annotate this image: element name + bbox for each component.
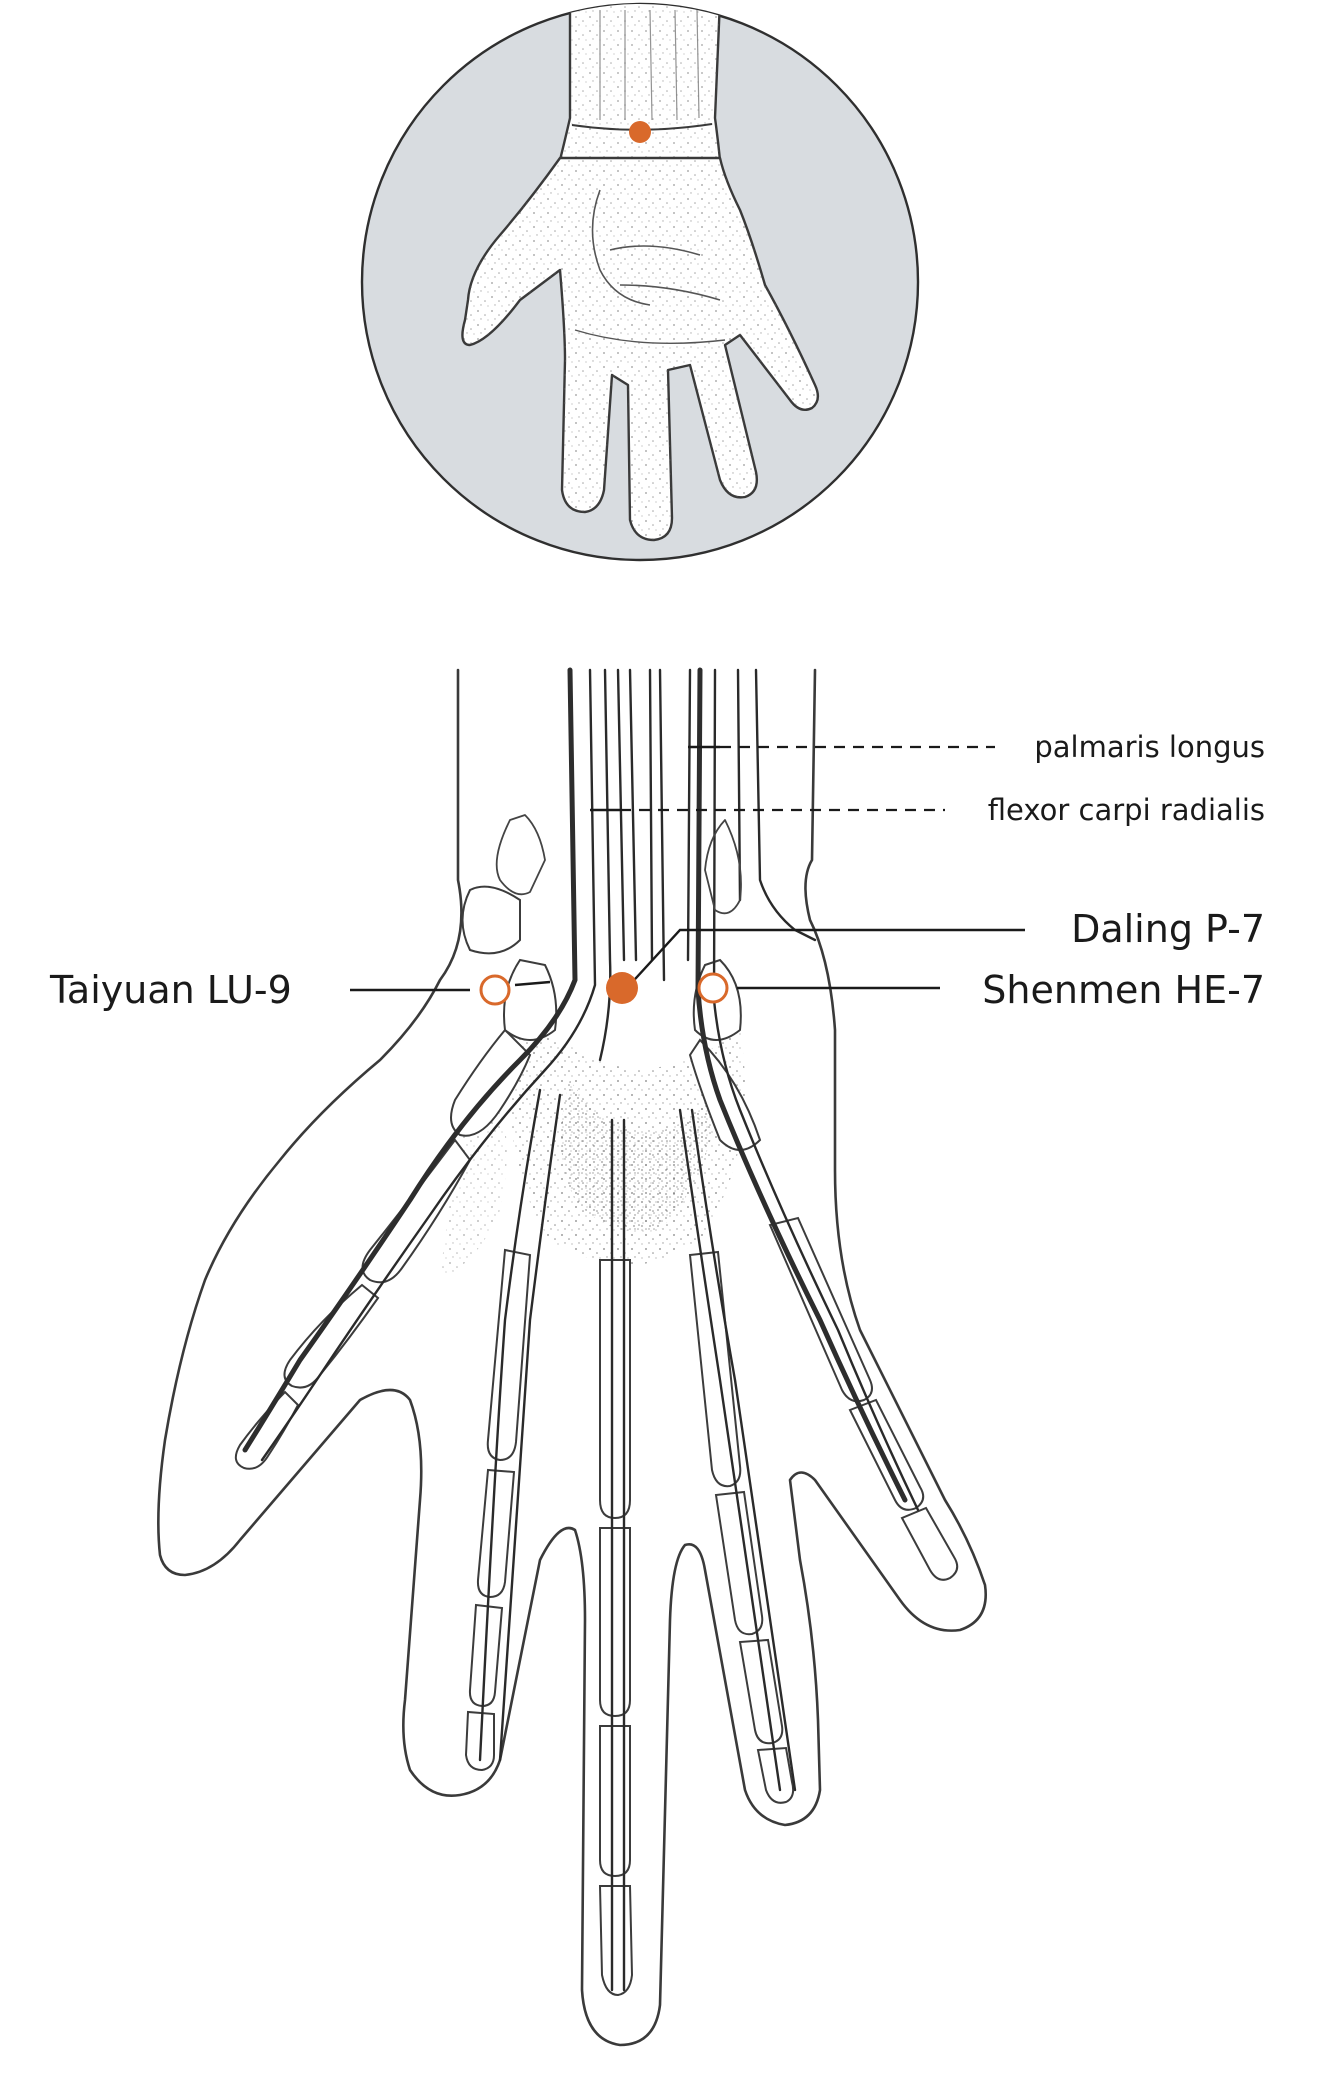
flexor-carpi-radialis-label: flexor carpi radialis [988,793,1265,827]
daling-leader [624,928,1025,991]
annotations: palmaris longus flexor carpi radialis Da… [49,730,1265,1012]
hand-outline [157,668,988,2047]
inset-point-marker [629,121,651,143]
taiyuan-point-marker [479,974,511,1006]
taiyuan-label: Taiyuan LU-9 [49,968,292,1012]
palmaris-longus-label: palmaris longus [1034,730,1265,764]
thumb-bones [234,1028,532,1470]
shenmen-label: Shenmen HE-7 [982,968,1265,1012]
daling-point-marker [606,972,638,1004]
inset-view [360,2,920,562]
inset-hand [461,4,820,542]
point-markers [479,972,729,1006]
daling-label: Daling P-7 [1071,907,1265,951]
shenmen-point-marker [697,972,729,1004]
finger-bones [464,1216,959,1997]
main-hand-illustration [157,667,988,2047]
